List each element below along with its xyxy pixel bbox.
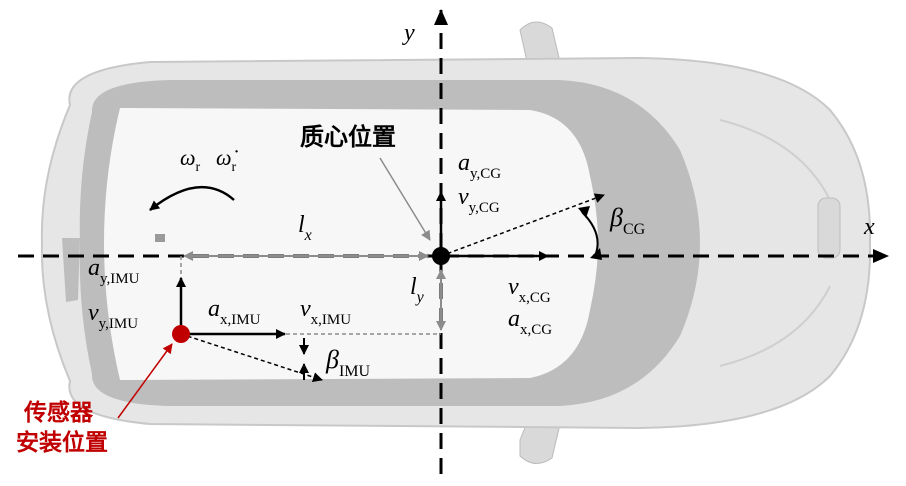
v-y-imu-label: vy,IMU [88,300,138,332]
lx-label: lx [298,212,312,244]
cg-velocity-vector [440,193,605,257]
sensor-position-label-line1: 传感器 [23,399,94,426]
omega-r-label: ωr [180,145,201,175]
yaw-rate-arrow [149,185,235,211]
car-rear-light [62,238,80,302]
sensor-position-label-line2: 安装位置 [16,429,108,456]
a-x-imu-label: ax,IMU [208,296,261,328]
beta-cg-label: βCG [609,203,646,238]
v-y-cg-label: vy,CG [458,184,500,216]
cg-marker [432,247,450,265]
sensor-marker [172,325,190,343]
cg-sideslip-arc-head-bottom [590,248,602,260]
car-rear-marker [155,234,165,242]
beta-imu-label: βIMU [325,345,371,380]
imu-vectors [172,277,323,382]
car-top-view [40,21,872,464]
car-mirror-top [519,21,561,67]
cg-sideslip-arc-head-top [578,206,590,218]
car-roof [104,108,598,380]
cg-vectors [432,191,605,265]
a-x-cg-label: ax,CG [508,306,552,338]
ly-label: ly [410,274,425,306]
car-front-badge [817,197,841,259]
v-x-imu-label: vx,IMU [300,296,351,328]
cg-position-label: 质心位置 [300,123,396,151]
a-y-cg-label: ay,CG [458,150,501,182]
car-mirror-bottom [519,419,561,464]
sensor-callout-line [117,343,173,419]
cg-callout-line [379,157,431,241]
a-y-imu-label: ay,IMU [88,255,140,287]
car-hood-line-bottom [719,285,831,367]
x-axis-label: x [863,214,875,240]
v-x-cg-label: vx,CG [508,274,551,306]
y-axis-label: y [402,20,415,46]
imu-velocity-vector [180,333,323,382]
car-hood-line-top [719,119,831,201]
sensor-position-label: 传感器 安装位置 [16,399,108,456]
